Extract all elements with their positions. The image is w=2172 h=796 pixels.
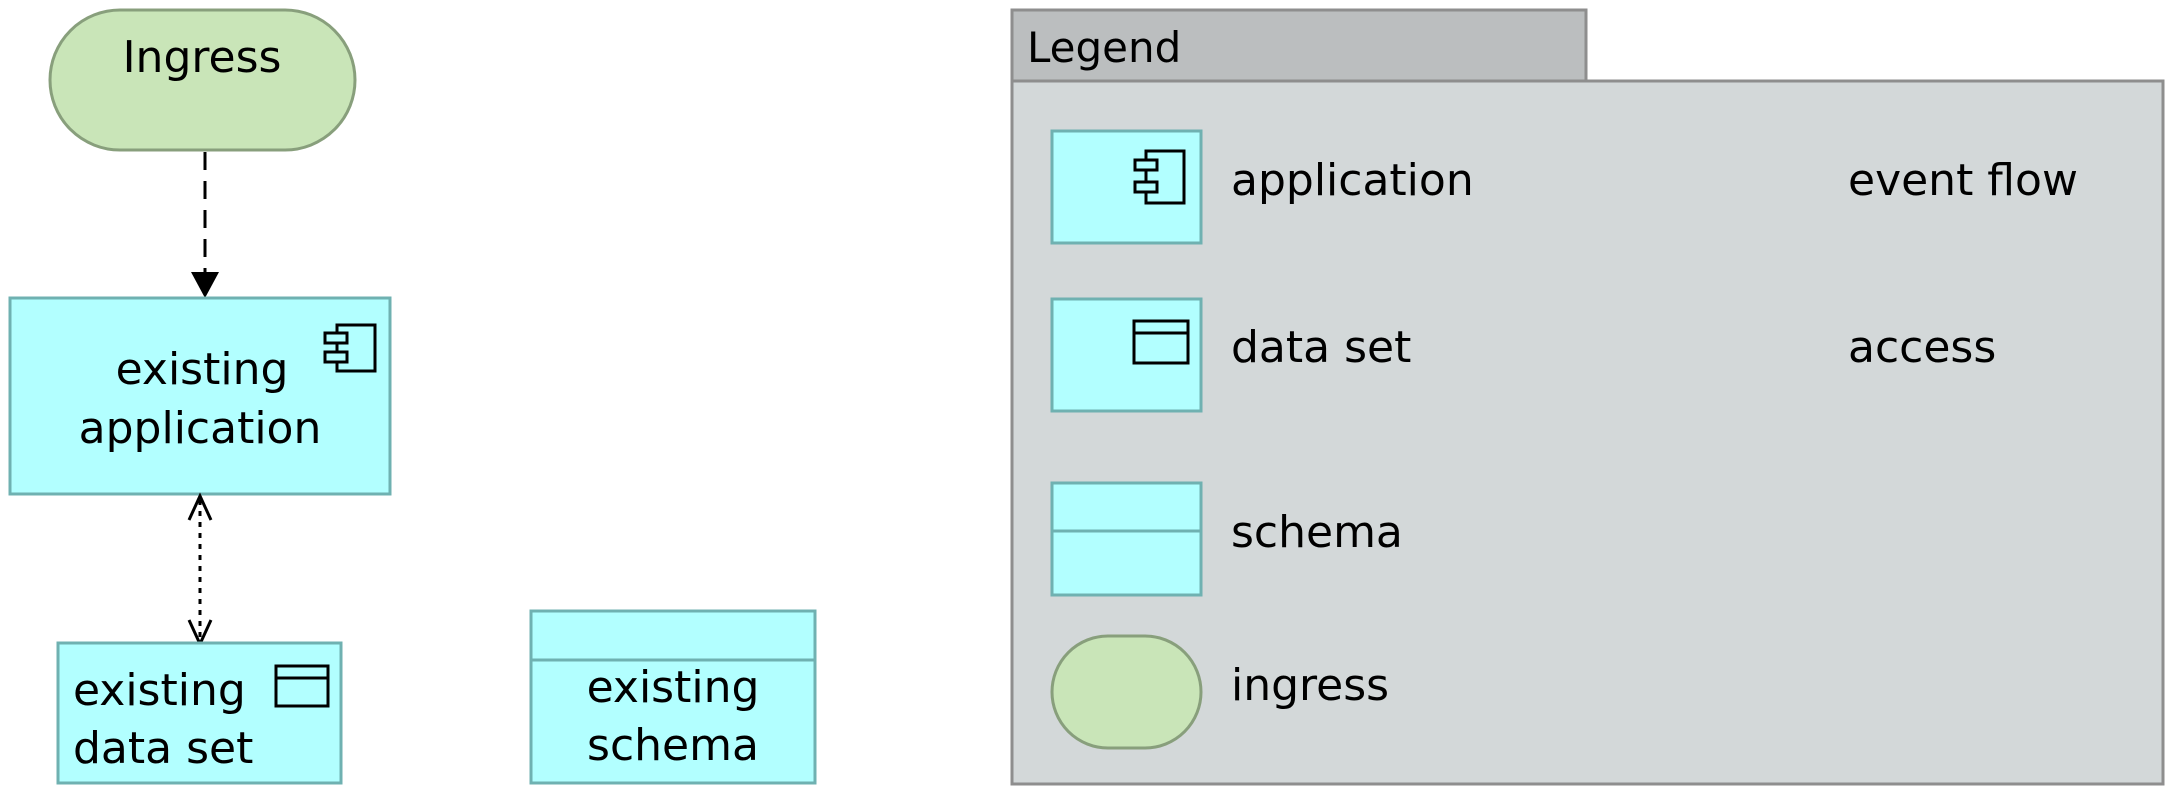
ingress-node[interactable]: Ingress — [48, 8, 357, 152]
dataset-label-line1: existing — [73, 665, 246, 716]
legend-dataset-swatch — [1050, 297, 1203, 413]
schema-node[interactable]: existing schema — [529, 609, 817, 785]
application-label-line1: existing — [116, 344, 289, 395]
legend: Legend application data set — [1010, 8, 2165, 786]
legend-dataset-label: data set — [1231, 322, 1411, 373]
event-flow-arrowhead — [191, 272, 219, 298]
schema-label-line1: existing — [587, 662, 760, 713]
dataset-label-line2: data set — [73, 723, 253, 774]
legend-event-flow-label: event flow — [1848, 155, 2078, 206]
ingress-label: Ingress — [123, 32, 282, 83]
legend-ingress-label: ingress — [1231, 660, 1389, 711]
dataset-icon — [1132, 319, 1190, 365]
legend-item-application: application — [1050, 129, 1474, 245]
legend-item-dataset: data set — [1050, 297, 1411, 413]
component-icon — [1133, 149, 1186, 205]
legend-title: Legend — [1027, 23, 1181, 72]
legend-schema-label: schema — [1231, 507, 1403, 558]
schema-label-line2: schema — [587, 720, 759, 771]
component-icon — [323, 323, 377, 373]
dataset-node[interactable]: existing data set — [56, 641, 343, 785]
legend-ingress-swatch — [1050, 634, 1203, 750]
legend-item-ingress: ingress — [1050, 634, 1389, 750]
legend-item-schema: schema — [1050, 481, 1403, 597]
application-node[interactable]: existing application — [8, 296, 392, 496]
application-shape — [8, 296, 392, 496]
ingress-shape — [48, 8, 357, 152]
schema-shape — [529, 609, 817, 785]
legend-access-label: access — [1848, 322, 1996, 373]
legend-body — [1010, 79, 2165, 786]
legend-schema-swatch — [1050, 481, 1203, 597]
legend-application-swatch — [1050, 129, 1203, 245]
legend-application-label: application — [1231, 155, 1474, 206]
access-arrowhead-top — [187, 492, 213, 521]
access-edge[interactable] — [187, 492, 213, 648]
dataset-icon — [274, 664, 330, 708]
application-label-line2: application — [79, 403, 322, 454]
event-flow-edge[interactable] — [191, 152, 219, 298]
